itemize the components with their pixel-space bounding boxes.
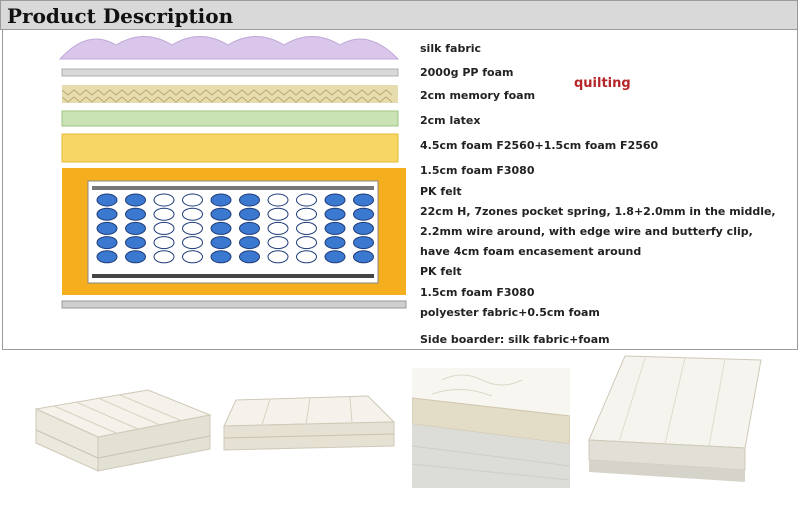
pp-foam-layer <box>61 68 399 77</box>
pocket-spring <box>96 250 118 264</box>
label-latex: 2cm latex <box>420 114 481 127</box>
pocket-spring <box>153 236 175 250</box>
pocket-spring <box>353 207 374 221</box>
label-spring-line-3: have 4cm foam encasement around <box>420 245 642 258</box>
label-polyester-fabric: polyester fabric+0.5cm foam <box>420 306 600 319</box>
mattress-photo-3 <box>412 368 570 488</box>
pocket-spring <box>324 207 346 221</box>
pocket-spring <box>239 250 260 264</box>
label-spring-line-1: 22cm H, 7zones pocket spring, 1.8+2.0mm … <box>420 205 776 218</box>
pocket-spring <box>239 207 260 221</box>
pocket-spring <box>125 193 146 207</box>
pocket-spring <box>296 250 317 264</box>
pocket-spring <box>324 250 346 264</box>
label-side-boarder: Side boarder: silk fabric+foam <box>420 333 610 346</box>
pocket-spring <box>125 250 146 264</box>
pocket-spring <box>96 193 118 207</box>
pocket-spring <box>153 193 175 207</box>
pocket-spring <box>96 221 118 235</box>
pocket-spring <box>324 221 346 235</box>
memory-foam-layer <box>62 85 398 103</box>
pocket-spring <box>182 193 203 207</box>
polyester-fabric-layer <box>61 300 407 309</box>
latex-layer <box>61 110 399 127</box>
pocket-spring <box>182 236 203 250</box>
page-title: Product Description <box>0 0 798 30</box>
pocket-spring <box>239 193 260 207</box>
mattress-layer-diagram <box>58 36 407 309</box>
mattress-photo-4 <box>588 355 762 482</box>
pocket-spring <box>210 221 232 235</box>
pocket-spring <box>210 250 232 264</box>
pocket-spring <box>267 250 289 264</box>
pocket-spring <box>125 236 146 250</box>
pocket-springs <box>96 193 374 264</box>
pocket-spring <box>153 207 175 221</box>
label-spring-line-2: 2.2mm wire around, with edge wire and bu… <box>420 225 753 238</box>
label-foam-f3080-bottom: 1.5cm foam F3080 <box>420 286 535 299</box>
label-foam-f2560: 4.5cm foam F2560+1.5cm foam F2560 <box>420 139 659 152</box>
pocket-spring <box>296 221 317 235</box>
pocket-spring <box>353 250 374 264</box>
pocket-spring <box>353 193 374 207</box>
pocket-spring <box>239 236 260 250</box>
pocket-spring <box>153 221 175 235</box>
pocket-spring <box>125 221 146 235</box>
silk-fabric-layer <box>58 36 400 60</box>
pocket-spring <box>96 207 118 221</box>
pk-felt-top <box>92 186 374 190</box>
label-memory-foam: 2cm memory foam <box>420 89 536 102</box>
pocket-spring <box>296 193 317 207</box>
pocket-spring <box>296 207 317 221</box>
pocket-spring <box>267 236 289 250</box>
pocket-spring <box>182 207 203 221</box>
pocket-spring <box>210 193 232 207</box>
mattress-photo-1 <box>34 389 212 472</box>
pocket-spring <box>125 207 146 221</box>
pocket-spring <box>296 236 317 250</box>
pocket-spring <box>182 221 203 235</box>
pocket-spring <box>267 221 289 235</box>
label-pk-felt-top: PK felt <box>420 185 462 198</box>
pocket-spring <box>324 193 346 207</box>
label-foam-f3080-top: 1.5cm foam F3080 <box>420 164 535 177</box>
pocket-spring <box>210 207 232 221</box>
pocket-spring <box>239 221 260 235</box>
quilting-label: quilting <box>574 76 631 91</box>
foam-f2560-layer <box>61 133 399 163</box>
label-silk-fabric: silk fabric <box>420 42 482 55</box>
label-pp-foam: 2000g PP foam <box>420 66 514 79</box>
memory-foam-pattern <box>61 89 393 103</box>
pocket-spring <box>267 207 289 221</box>
pocket-spring <box>210 236 232 250</box>
pocket-spring <box>267 193 289 207</box>
pocket-spring <box>153 250 175 264</box>
pocket-spring <box>96 236 118 250</box>
pocket-spring <box>324 236 346 250</box>
pk-felt-bottom <box>92 274 374 278</box>
pocket-spring <box>353 236 374 250</box>
pocket-spring <box>182 250 203 264</box>
pocket-spring <box>353 221 374 235</box>
label-pk-felt-bottom: PK felt <box>420 265 462 278</box>
mattress-photo-2 <box>223 395 396 451</box>
